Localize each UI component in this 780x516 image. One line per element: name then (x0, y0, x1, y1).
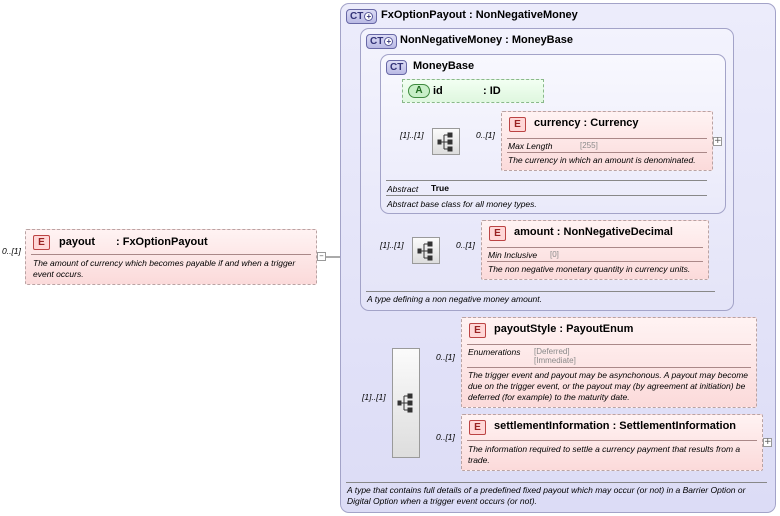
settlement-information-doc: The information required to settle a cur… (468, 444, 741, 465)
attribute-badge: A (408, 84, 430, 98)
max-length-label: Max Length (508, 141, 553, 151)
currency-title: currency : Currency (534, 117, 639, 129)
sequence-icon (397, 393, 413, 413)
money-base-title: MoneyBase (413, 60, 475, 72)
enum-immediate: [Immediate] (534, 356, 576, 365)
settlement-information-cardinality: 0..[1] (436, 432, 455, 442)
sequence-compositor[interactable] (432, 128, 460, 155)
element-badge: E (509, 117, 526, 132)
id-attribute-name: id (433, 85, 443, 97)
non-negative-money-title: NonNegativeMoney : MoneyBase (400, 34, 573, 46)
payout-type: : FxOptionPayout (116, 236, 208, 248)
payout-doc: The amount of currency which becomes pay… (33, 258, 296, 279)
amount-cardinality: 0..[1] (456, 240, 475, 250)
sequence-icon (437, 132, 453, 152)
max-length-value: [255] (580, 141, 598, 150)
amount-doc: The non negative monetary quantity in cu… (488, 264, 691, 274)
divider (31, 254, 311, 255)
abstract-value: True (431, 183, 449, 193)
settlement-information-title: settlementInformation : SettlementInform… (494, 420, 737, 432)
divider (366, 291, 715, 292)
sequence-cardinality: [1]..[1] (362, 392, 386, 402)
id-attribute-type: : ID (483, 85, 501, 97)
payout-style-element[interactable]: E payoutStyle : PayoutEnum Enumerations … (461, 317, 757, 408)
payout-name: payout (59, 236, 96, 248)
element-badge: E (489, 226, 506, 241)
fx-option-payout-title: FxOptionPayout : NonNegativeMoney (381, 9, 578, 21)
settlement-information-element[interactable]: E settlementInformation : SettlementInfo… (461, 414, 763, 471)
sequence-compositor[interactable] (392, 348, 420, 458)
currency-element[interactable]: E currency : Currency Max Length [255] T… (501, 111, 713, 171)
element-badge: E (33, 235, 50, 250)
divider (467, 367, 751, 368)
complex-type-badge: CT+ (366, 34, 398, 49)
collapse-toggle[interactable]: – (317, 252, 326, 261)
min-inclusive-label: Min Inclusive (488, 250, 538, 260)
expand-toggle[interactable]: + (713, 136, 722, 146)
divider (507, 138, 707, 139)
abstract-label: Abstract (387, 184, 419, 194)
sequence-compositor[interactable] (412, 237, 440, 264)
enumerations-label: Enumerations (468, 347, 521, 357)
divider (346, 482, 767, 483)
money-base-doc: Abstract base class for all money types. (387, 199, 537, 209)
divider (507, 152, 707, 153)
non-negative-money-doc: A type defining a non negative money amo… (367, 294, 542, 304)
sequence-cardinality: [1]..[1] (380, 240, 404, 250)
fx-option-payout-doc: A type that contains full details of a p… (347, 485, 746, 506)
currency-cardinality: 0..[1] (476, 130, 495, 140)
currency-doc: The currency in which an amount is denom… (508, 155, 696, 165)
complex-type-badge: CT (386, 60, 408, 75)
divider (386, 180, 707, 181)
complex-type-badge: CT+ (346, 9, 378, 24)
divider (467, 344, 751, 345)
element-badge: E (469, 420, 486, 435)
payout-element[interactable]: E payout : FxOptionPayout The amount of … (25, 229, 317, 285)
divider (487, 261, 703, 262)
amount-element[interactable]: E amount : NonNegativeDecimal Min Inclus… (481, 220, 709, 280)
divider (467, 440, 757, 441)
payout-style-doc: The trigger event and payout may be asyn… (468, 370, 749, 402)
payout-style-cardinality: 0..[1] (436, 352, 455, 362)
payout-cardinality: 0..[1] (2, 246, 21, 256)
divider (487, 247, 703, 248)
divider (386, 195, 707, 196)
expand-toggle[interactable]: + (763, 437, 772, 447)
element-badge: E (469, 323, 486, 338)
payout-style-title: payoutStyle : PayoutEnum (494, 323, 634, 335)
enum-deferred: [Deferred] (534, 347, 570, 356)
id-attribute[interactable]: A id : ID (402, 79, 544, 103)
sequence-icon (417, 241, 433, 261)
sequence-cardinality: [1]..[1] (400, 130, 424, 140)
amount-title: amount : NonNegativeDecimal (514, 226, 673, 238)
min-inclusive-value: [0] (550, 250, 559, 259)
